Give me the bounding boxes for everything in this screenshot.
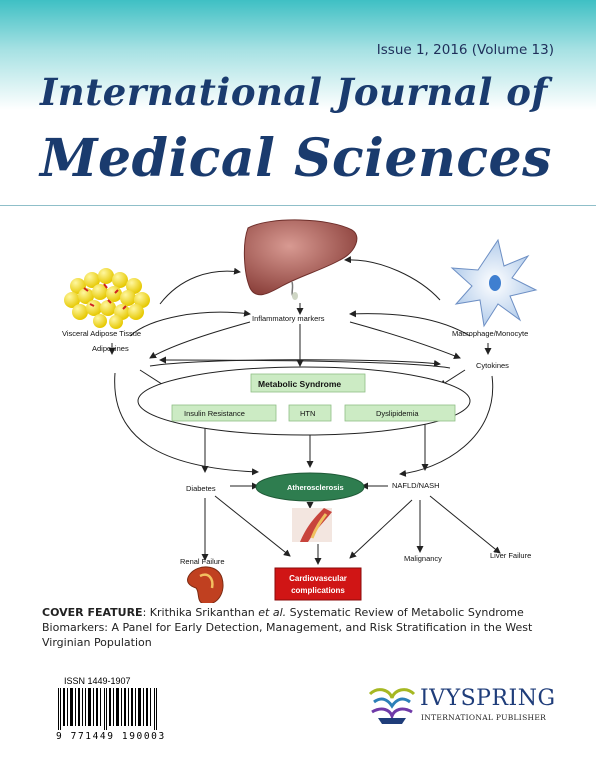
barcode-number: 9 771449 190003 [56,731,166,742]
label-nafld: NAFLD/NASH [392,481,440,490]
issn: ISSN 1449-1907 [64,676,131,686]
metabolic-box [250,373,366,393]
artery-icon [292,508,332,542]
cardiovascular-box [274,567,362,601]
atherosclerosis-ellipse [255,472,365,502]
label-malignancy: Malignancy [404,554,442,563]
label-cv2: complications [291,586,345,595]
label-cytokines: Cytokines [476,361,509,370]
kidney-icon [187,566,224,603]
issue-info: Issue 1, 2016 (Volume 13) [376,42,554,58]
label-cv1: Cardiovascular [289,574,347,583]
barcode [58,688,157,730]
publisher-subtitle: INTERNATIONAL PUBLISHER [421,713,547,722]
feature-etal: et al. [258,606,287,619]
label-renal: Renal Failure [180,557,225,566]
journal-title-line1: International Journal of [40,70,548,114]
label-metabolic: Metabolic Syndrome [258,379,341,389]
label-dyslipidemia: Dyslipidemia [376,409,419,418]
header-divider [0,205,596,206]
header-gradient [0,0,596,110]
adipose-tissue-icon [64,268,150,329]
dyslipidemia-box [344,404,456,422]
feature-label: COVER FEATURE [42,606,143,619]
htn-box [288,404,332,422]
label-inflammatory: Inflammatory markers [252,314,325,323]
label-htn: HTN [300,409,315,418]
feature-author: Krithika Srikanthan [149,606,255,619]
journal-title-line2: Medical Sciences [40,128,552,189]
label-adipokines: Adipokines [92,344,129,353]
ivyspring-logo-icon [368,688,416,724]
insulin-box [171,404,277,422]
publisher-name: IVYSPRING [420,686,556,711]
label-visceral: Visceral Adipose Tissue [62,329,141,338]
cover-feature: COVER FEATURE: Krithika Srikanthan et al… [42,606,533,649]
feature-text: Systematic Review of Metabolic Syndrome … [42,606,533,649]
label-atherosclerosis: Atherosclerosis [287,483,344,492]
label-diabetes: Diabetes [186,484,216,493]
label-liver-failure: Liver Failure [490,551,531,560]
label-insulin: Insulin Resistance [184,409,245,418]
liver-icon [243,219,358,300]
cover-diagram: Visceral Adipose Tissue Adipokines Infla… [62,219,538,603]
macrophage-icon [450,238,538,328]
label-macrophage: Macrophage/Monocyte [452,329,528,338]
